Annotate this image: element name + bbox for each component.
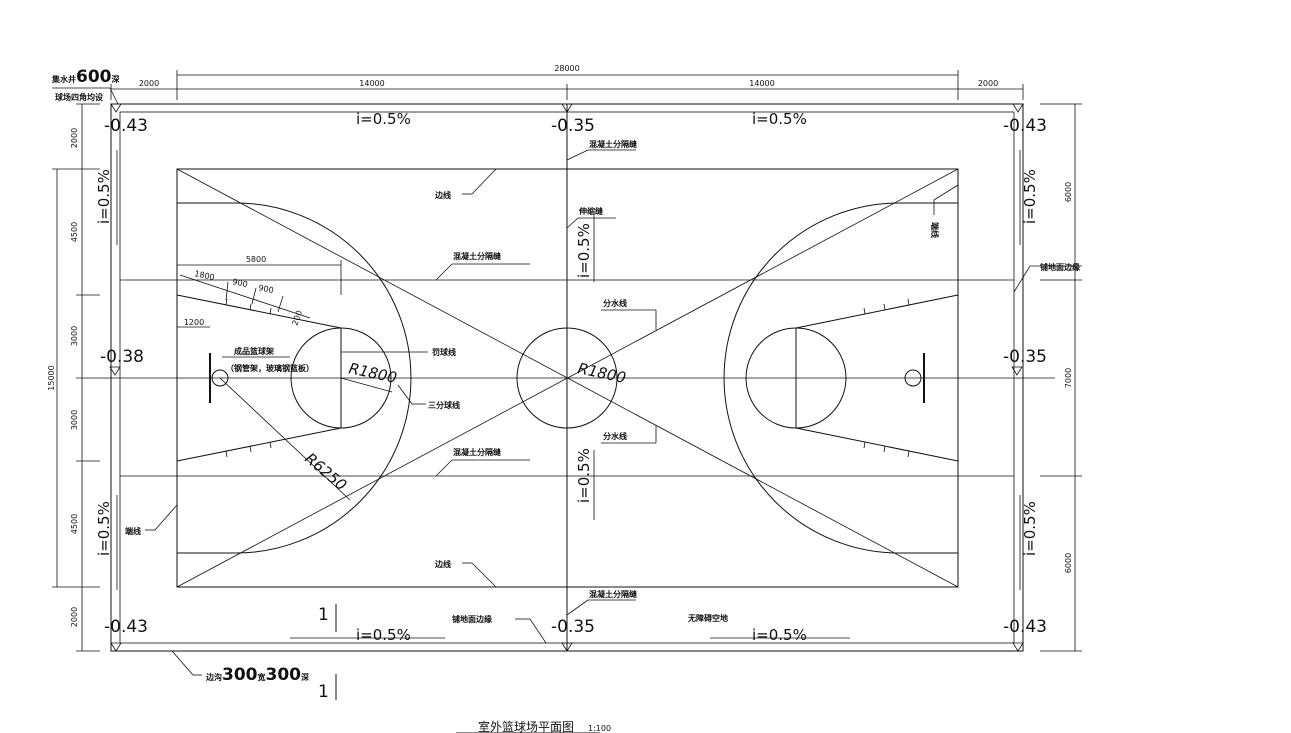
label-water-divide-upper: 分水线: [603, 298, 627, 308]
elev-bottom-right: -0.43: [1003, 617, 1047, 637]
court-detail-dimensions: 5800 1800 900 900 1200 200: [176, 255, 342, 328]
dim-left-seg-6: 2000: [70, 607, 79, 627]
slope-bottom-left: i=0.5%: [356, 626, 411, 644]
court-lines: [100, 104, 1055, 651]
label-expansion-joint: 伸缩缝: [578, 206, 603, 216]
radius-three-point: R6250: [301, 449, 350, 494]
label-ditch: 边沟300宽300深: [205, 665, 309, 685]
radius-free-throw: R1800: [347, 359, 398, 387]
label-three-point-line: 三分球线: [428, 400, 460, 410]
slope-right-lower: i=0.5%: [1021, 501, 1039, 556]
slope-left-upper: i=0.5%: [95, 169, 113, 224]
label-concrete-joint-lower: 混凝土分隔缝: [453, 447, 501, 457]
dim-left-seg-1: 2000: [70, 128, 79, 148]
dim-left-seg-2: 4500: [70, 222, 79, 242]
left-key: [176, 202, 412, 554]
dim-left-total: 15000: [47, 365, 56, 390]
right-key: [723, 202, 959, 554]
drawing-title-block: 室外篮球场平面图 1:100: [456, 719, 611, 733]
dim-right-seg-3: 6000: [1064, 553, 1073, 573]
slope-top-left: i=0.5%: [356, 110, 411, 128]
label-water-divide-lower: 分水线: [603, 431, 627, 441]
dim-top-seg-1: 2000: [139, 79, 159, 88]
label-open-space: 无障碍空地: [687, 613, 728, 623]
dim-right-seg-2: 7000: [1064, 368, 1073, 388]
dim-left-seg-3: 3000: [70, 326, 79, 346]
label-concrete-joint-top: 混凝土分隔缝: [589, 139, 637, 149]
slope-center-lower: i=0.5%: [575, 448, 593, 503]
drawing-scale: 1:100: [588, 724, 611, 733]
dim-top-total: 28000: [554, 64, 579, 73]
elev-bottom-mid: -0.35: [551, 617, 595, 637]
label-free-throw-line: 罚球线: [432, 347, 456, 357]
section-mark-bottom: 1: [318, 682, 329, 702]
dim-top-seg-4: 2000: [978, 79, 998, 88]
top-dimensions: 28000 2000 14000 14000 2000: [110, 64, 1024, 100]
elev-top-right: -0.43: [1003, 116, 1047, 136]
slope-center-upper: i=0.5%: [575, 223, 593, 278]
label-sideline-bottom: 边线: [434, 559, 451, 569]
label-sideline-top: 边线: [434, 190, 451, 200]
dim-900-a: 900: [232, 277, 249, 289]
right-dimensions: 6000 7000 6000: [1040, 103, 1082, 652]
label-hoop-stand: 成品篮球架: [234, 346, 274, 356]
slope-left-lower: i=0.5%: [95, 501, 113, 556]
annotations: 集水井600深 球场四角均设 混凝土分隔缝 边线 伸缩缝 混凝土分隔缝 端线 铺…: [51, 67, 1082, 685]
slope-right-upper: i=0.5%: [1021, 169, 1039, 224]
dim-left-seg-5: 4500: [70, 514, 79, 534]
elev-bottom-left: -0.43: [104, 617, 148, 637]
elev-top-mid: -0.35: [551, 116, 595, 136]
elev-top-left: -0.43: [104, 116, 148, 136]
slope-bottom-right: i=0.5%: [752, 626, 807, 644]
label-concrete-joint-bottom: 混凝土分隔缝: [589, 589, 637, 599]
label-concrete-joint-upper: 混凝土分隔缝: [453, 251, 501, 261]
dim-5800: 5800: [246, 255, 266, 264]
dim-top-seg-3: 14000: [749, 79, 774, 88]
dim-right-seg-1: 6000: [1064, 182, 1073, 202]
drawing-title: 室外篮球场平面图: [478, 719, 574, 733]
dim-1200: 1200: [184, 318, 204, 327]
label-endline-left: 端线: [125, 526, 141, 536]
label-hoop-stand-note: （钢管架，玻璃钢篮板）: [226, 363, 314, 373]
elev-mid-right: -0.35: [1003, 347, 1047, 367]
dim-left-seg-4: 3000: [70, 410, 79, 430]
elev-mid-left: -0.38: [100, 347, 144, 367]
sump-note-label: 集水井600深: [51, 67, 120, 87]
label-paving-edge-right: 铺地面边缘: [1040, 262, 1080, 272]
label-endline-right: 端线: [930, 222, 940, 238]
section-marks: 1 1: [318, 604, 337, 702]
radius-center: R1800: [576, 359, 627, 387]
dim-1800: 1800: [194, 269, 216, 282]
label-paving-edge-bottom: 铺地面边缘: [452, 614, 492, 624]
left-dimensions: 15000 2000 4500 3000 3000 4500 2000: [47, 103, 100, 652]
dim-top-seg-2: 14000: [359, 79, 384, 88]
sump-note-corners: 球场四角均设: [55, 92, 103, 102]
elevation-markers: -0.43 -0.35 -0.43 -0.38 -0.35 -0.43 -0.3…: [100, 103, 1047, 652]
slope-top-right: i=0.5%: [752, 110, 807, 128]
dim-900-b: 900: [258, 283, 275, 295]
slope-indicators: i=0.5% i=0.5% i=0.5% i=0.5% i=0.5% i=0.5…: [95, 103, 1039, 644]
section-mark-top: 1: [318, 605, 329, 625]
